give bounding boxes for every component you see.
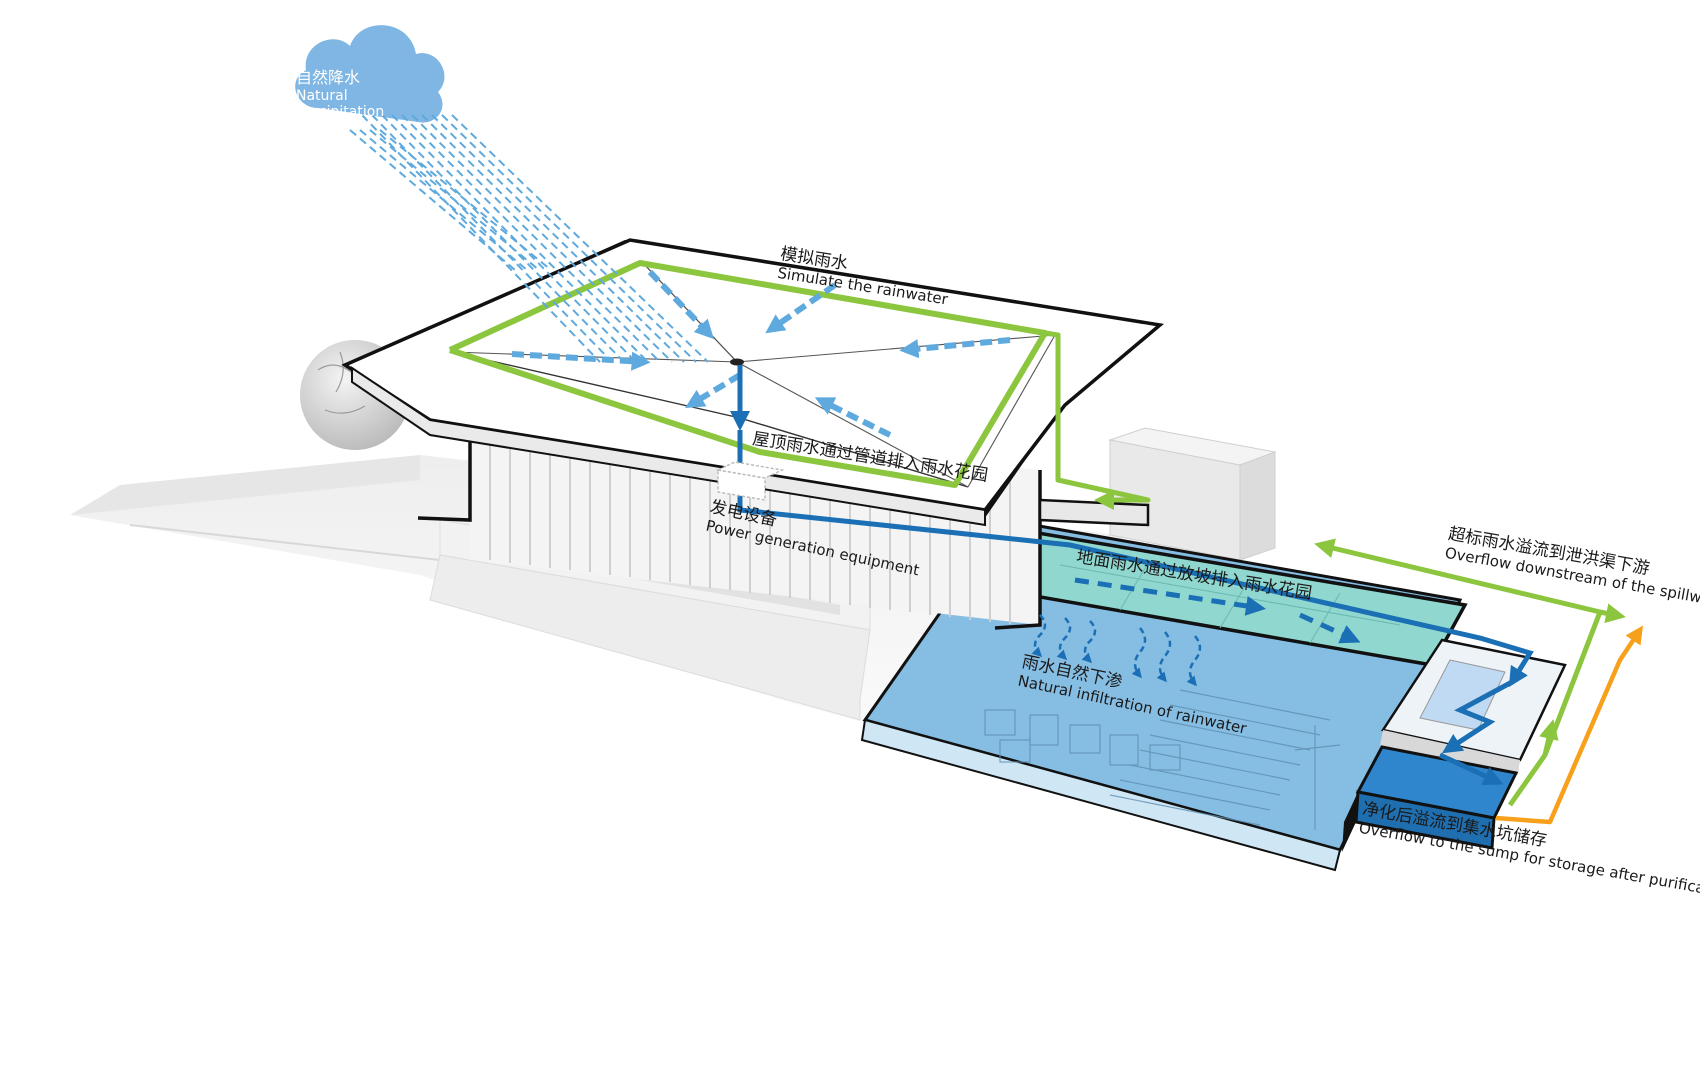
storage-flow [1495, 625, 1643, 825]
overflow-flow [1044, 330, 1626, 807]
infiltration-arrows [1031, 614, 1202, 687]
precipitation-cn: 自然降水 [296, 68, 361, 87]
roof-pipe-flow [730, 365, 1534, 786]
sump [1342, 745, 1519, 852]
roof [341, 238, 1165, 527]
background-block [1108, 427, 1277, 561]
precipitation-en: Natural precipitation [296, 88, 385, 120]
rain-lines [349, 114, 709, 363]
cloud-icon [295, 25, 445, 123]
power-equipment-box [715, 461, 785, 501]
precipitation-label: 自然降水 Natural precipitation [296, 64, 436, 120]
roof-flow-arrows [511, 269, 1011, 438]
